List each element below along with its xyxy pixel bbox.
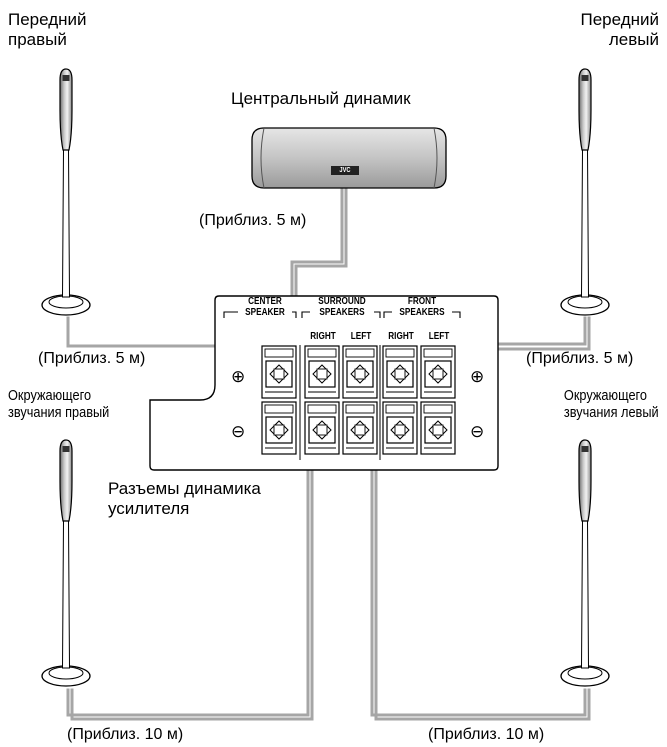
terminal-center-minus [261,401,297,455]
front-left-distance-label: (Приблиз. 5 м) [526,350,634,367]
surround-left-speaker [560,439,610,687]
center-speaker-label: Центральный динамик [231,89,411,108]
front-right-label-line1: Передний [8,10,87,29]
front-terminal-label: FRONT SPEAKERS [396,296,448,318]
surround-terminal-label-line1: SURROUND [318,296,366,307]
plus-symbol-right: ⊕ [470,367,485,387]
front-left-label-line2: левый [608,29,659,49]
plus-symbol-left: ⊕ [231,367,246,387]
front-left-label: Передний левый [580,10,659,49]
surround-right-distance-label: (Приблиз. 10 м) [67,726,184,743]
surround-terminal-label: SURROUND SPEAKERS [314,296,370,318]
front-left-speaker [560,68,610,316]
center-speaker [251,127,447,189]
terminal-surround-left-minus [342,401,378,455]
center-speaker-terminal-label: CENTER SPEAKER [241,296,289,318]
surround-right-label-line1: Окружающего [8,388,92,404]
surround-left-distance-label: (Приблиз. 10 м) [428,726,545,743]
front-right-distance-label: (Приблиз. 5 м) [38,350,146,367]
minus-symbol-right: ⊖ [470,422,485,442]
amp-terminals-label-line2: усилителя [108,498,190,518]
minus-symbol-left: ⊖ [231,422,246,442]
surround-left-terminal-label: LEFT [350,331,372,342]
terminal-surround-left-plus [342,345,378,399]
center-distance-label: (Приблиз. 5 м) [199,212,307,229]
surround-left-label: Окружающего звучания левый [564,388,659,421]
front-right-label: Передний правый [8,10,87,49]
terminal-front-right-minus [382,401,418,455]
surround-right-label-line2: звучания правый [8,404,110,421]
amp-terminals-label: Разъемы динамика усилителя [108,479,261,518]
front-right-label-line2: правый [8,29,67,49]
terminal-front-left-minus [420,401,456,455]
amp-terminals-label-line1: Разъемы динамика [108,479,261,498]
terminal-surround-right-plus [304,345,340,399]
terminal-blocks [261,345,456,455]
surround-terminal-label-line2: SPEAKERS [319,306,365,318]
terminal-front-left-plus [420,345,456,399]
terminal-front-right-plus [382,345,418,399]
brand-logo: JVC [339,167,351,174]
front-right-speaker [41,68,91,316]
terminal-center-plus [261,345,297,399]
surround-left-label-line2: звучания левый [564,404,659,421]
terminal-surround-right-minus [304,401,340,455]
front-right-terminal-label: RIGHT [388,331,414,342]
front-left-label-line1: Передний [580,10,659,29]
surround-right-terminal-label: RIGHT [310,331,336,342]
surround-left-label-line1: Окружающего [564,388,648,404]
surround-right-label: Окружающего звучания правый [8,388,109,421]
center-terminal-label-line2: SPEAKER [245,306,285,318]
center-terminal-label-line1: CENTER [248,296,282,307]
front-terminal-label-line2: SPEAKERS [399,306,445,318]
surround-right-speaker [41,439,91,687]
front-terminal-label-line1: FRONT [407,296,437,307]
front-left-terminal-label: LEFT [428,331,450,342]
